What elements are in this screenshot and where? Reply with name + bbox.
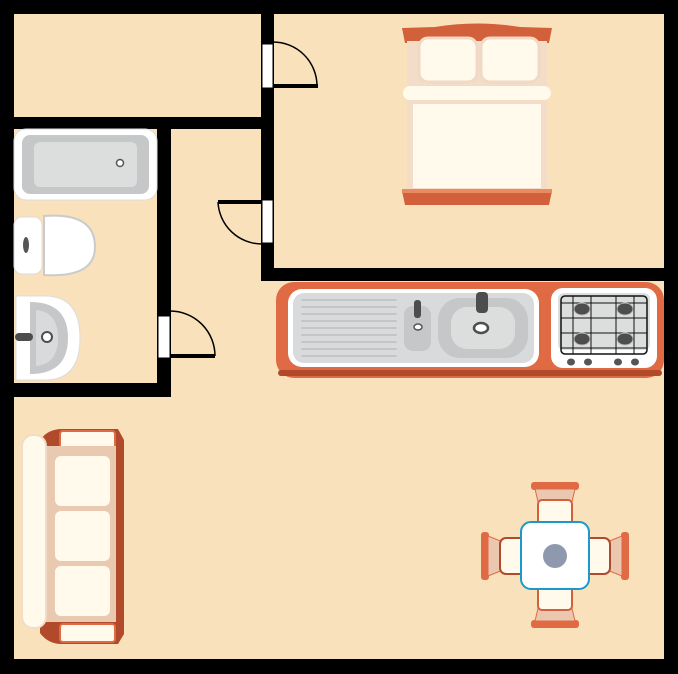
- toilet-icon[interactable]: [13, 214, 97, 277]
- door-icon[interactable]: [261, 41, 318, 89]
- wall-bedroom-bottom: [261, 268, 678, 281]
- drainboard: [301, 299, 397, 357]
- wall-left: [0, 0, 14, 674]
- door-icon[interactable]: [217, 199, 274, 245]
- bathtub-icon[interactable]: [13, 128, 158, 201]
- bed-icon[interactable]: [402, 23, 552, 206]
- stove-icon[interactable]: [551, 288, 657, 368]
- sink-icon[interactable]: [288, 289, 539, 367]
- washbasin-icon[interactable]: [15, 295, 81, 381]
- door-icon[interactable]: [157, 310, 216, 359]
- sofa-icon[interactable]: [21, 429, 124, 644]
- table-centerpiece: [543, 544, 567, 568]
- wall-top: [0, 0, 678, 14]
- wall-bottom: [0, 659, 678, 674]
- wall-right: [664, 0, 678, 674]
- stove-knobs[interactable]: [567, 358, 639, 366]
- wall-bathroom-bottom: [0, 383, 171, 397]
- dining-table-icon[interactable]: [481, 482, 629, 628]
- wall-storage-bottom: [0, 117, 274, 129]
